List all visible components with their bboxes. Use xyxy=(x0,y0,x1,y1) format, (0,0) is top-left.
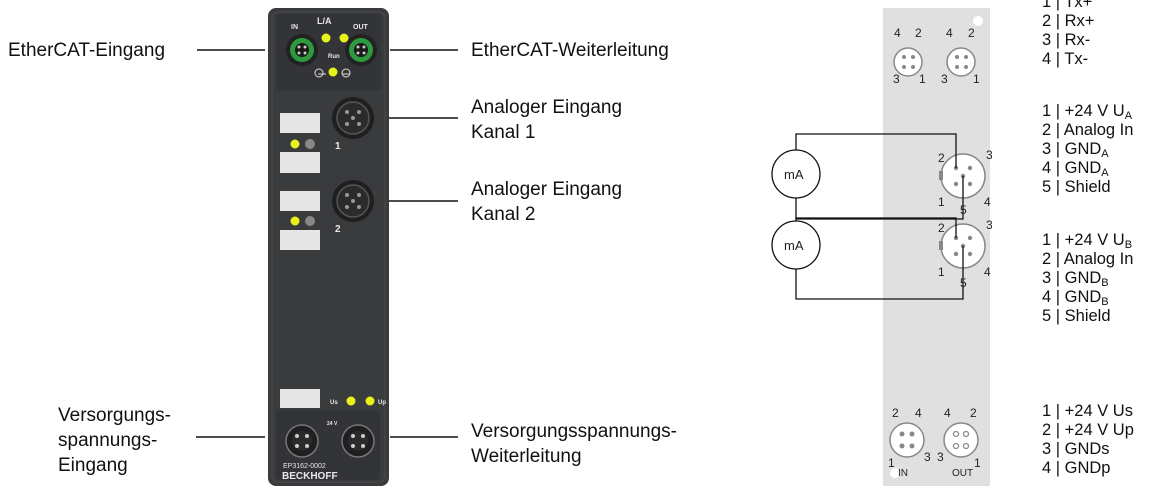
pinout-supply-4: 4 | GNDp xyxy=(1042,459,1111,477)
sup-in-pin-2: 2 xyxy=(892,406,899,420)
supply-in-label: IN xyxy=(898,468,908,479)
a1-pin-1: 1 xyxy=(938,195,945,209)
label-supply-out-line2: Weiterleitung xyxy=(471,446,582,467)
sup-out-pin-4: 4 xyxy=(944,406,951,420)
pinout-ch2-4: 4 | GNDB xyxy=(1042,288,1109,308)
label-supply-in-line1: Versorgungs- xyxy=(58,405,172,426)
pinout-ch2-2: 2 | Analog In xyxy=(1042,250,1134,268)
a1-pin-2: 2 xyxy=(938,151,945,165)
a2-pin-3: 3 xyxy=(986,218,993,232)
supply-port-out xyxy=(341,424,375,458)
eth-out-pin-3: 3 xyxy=(941,72,948,86)
pinout-supply-2: 2 | +24 V Up xyxy=(1042,421,1134,439)
channel-number-2: 2 xyxy=(335,224,341,235)
a1-pin-3: 3 xyxy=(986,148,993,162)
supply-out-label: OUT xyxy=(952,468,973,479)
out-label: OUT xyxy=(353,24,369,31)
pinout-ch1-4: 4 | GNDA xyxy=(1042,159,1109,179)
in-label: IN xyxy=(291,24,298,31)
ma-sensor-1 xyxy=(771,149,821,199)
label-analog-ch2-line1: Analoger Eingang xyxy=(471,179,623,200)
sup-in-pin-1: 1 xyxy=(888,456,895,470)
pinout-ethercat-4: 4 | Tx- xyxy=(1042,50,1089,68)
label-ethercat-in: EtherCAT-Eingang xyxy=(8,40,166,61)
label-supply-out-line1: Versorgungsspannungs- xyxy=(471,421,677,442)
label-supply-in-line3: Eingang xyxy=(58,455,128,476)
a2-pin-4: 4 xyxy=(984,265,991,279)
a1-pin-4: 4 xyxy=(984,195,991,209)
run-label: Run xyxy=(328,54,340,60)
analog-port-1 xyxy=(332,97,374,139)
eth-in-pin-4: 4 xyxy=(894,26,901,40)
pinout-ethercat-1: 1 | Tx+ xyxy=(1042,0,1093,11)
channel2-label-plates xyxy=(280,191,320,250)
v24-label: 24 V xyxy=(327,421,338,427)
pinout-supply-1: 1 | +24 V Us xyxy=(1042,402,1133,420)
a2-pin-1: 1 xyxy=(938,265,945,279)
sensor-1-label: mA xyxy=(784,167,804,182)
label-analog-ch1-line1: Analoger Eingang xyxy=(471,97,623,118)
up-label: Up xyxy=(378,400,386,406)
label-analog-ch2-line2: Kanal 2 xyxy=(471,204,536,225)
eth-in-pin-2: 2 xyxy=(915,26,922,40)
eth-out-pin-1: 1 xyxy=(973,72,980,86)
pinout-ethercat-2: 2 | Rx+ xyxy=(1042,12,1095,30)
supply-led-plate xyxy=(280,389,375,408)
pinout-ch1-2: 2 | Analog In xyxy=(1042,121,1134,139)
ethercat-port-out xyxy=(345,34,377,66)
channel-number-1: 1 xyxy=(335,141,341,152)
model-number: EP3162-0002 xyxy=(283,463,326,470)
eth-out-pin-2: 2 xyxy=(968,26,975,40)
sensor-2-label: mA xyxy=(784,238,804,253)
pinout-ch2-3: 3 | GNDB xyxy=(1042,269,1109,289)
supply-port-in xyxy=(285,424,319,458)
label-ethercat-out: EtherCAT-Weiterleitung xyxy=(471,40,669,61)
status-leds-top xyxy=(321,33,349,77)
schematic-supply-socket-out xyxy=(943,422,979,458)
sup-out-pin-3: 3 xyxy=(937,450,944,464)
sup-out-pin-1: 1 xyxy=(974,456,981,470)
channel1-label-plates xyxy=(280,113,320,173)
ethercat-port-in xyxy=(286,34,318,66)
pinout-ch2-5: 5 | Shield xyxy=(1042,307,1111,325)
label-analog-ch1-line2: Kanal 1 xyxy=(471,122,536,143)
eth-in-pin-1: 1 xyxy=(919,72,926,86)
schematic-supply-socket-in xyxy=(889,422,925,458)
pinout-ch1-3: 3 | GNDA xyxy=(1042,140,1109,160)
la-label: L/A xyxy=(317,16,332,26)
a2-pin-2: 2 xyxy=(938,221,945,235)
sup-in-pin-3: 3 xyxy=(924,450,931,464)
eth-out-pin-4: 4 xyxy=(946,26,953,40)
pinout-ethercat-3: 3 | Rx- xyxy=(1042,31,1091,49)
sup-in-pin-4: 4 xyxy=(915,406,922,420)
label-supply-in-line2: spannungs- xyxy=(58,430,158,451)
brand-logo: BECKHOFF xyxy=(282,471,338,482)
sup-out-pin-2: 2 xyxy=(970,406,977,420)
pinout-supply-3: 3 | GNDs xyxy=(1042,440,1110,458)
pinout-ch1-5: 5 | Shield xyxy=(1042,178,1111,196)
pinout-ch2-1: 1 | +24 V UB xyxy=(1042,231,1133,251)
a2-pin-5: 5 xyxy=(960,276,967,290)
us-label: Us xyxy=(330,400,338,406)
analog-port-2 xyxy=(332,180,374,222)
a1-pin-5: 5 xyxy=(960,203,967,217)
pinout-ch1-1: 1 | +24 V UA xyxy=(1042,102,1133,122)
ma-sensor-2 xyxy=(771,220,821,270)
eth-in-pin-3: 3 xyxy=(893,72,900,86)
schematic-ethercat-sockets xyxy=(893,47,976,77)
